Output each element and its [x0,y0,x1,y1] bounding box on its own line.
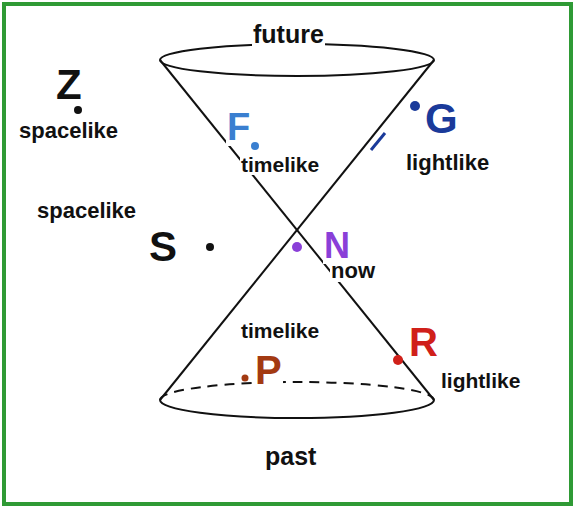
event-letter: G [424,98,459,140]
event-dot [251,142,259,150]
event-letter: P [254,350,283,390]
event-dot [242,375,249,382]
past-cone-rim-back [160,382,434,400]
interval-label: timelike [240,320,320,341]
interval-label: spacelike [36,200,137,222]
interval-label: lightlike [440,370,521,391]
frame-border [4,4,571,504]
past-cone-rim-front [160,400,434,418]
interval-label: lightlike [405,152,490,174]
interval-label: timelike [240,154,320,175]
future-cone-rim [160,44,434,76]
light-ray-mark [371,133,385,150]
cone-edge [160,60,434,400]
event-dot [74,106,82,114]
region-label: past [264,444,317,469]
event-letter: S [148,226,178,268]
event-dot [292,242,302,252]
region-label: future [252,22,325,47]
point-label: now [330,260,376,282]
interval-label: spacelike [18,120,119,142]
event-dot [393,355,403,365]
event-dot [410,101,420,111]
cone-edge [160,60,434,400]
event-letter: N [323,228,351,264]
event-dot [206,243,214,251]
event-letter: F [226,108,251,146]
event-letter: R [408,322,439,362]
event-letter: Z [55,64,83,106]
